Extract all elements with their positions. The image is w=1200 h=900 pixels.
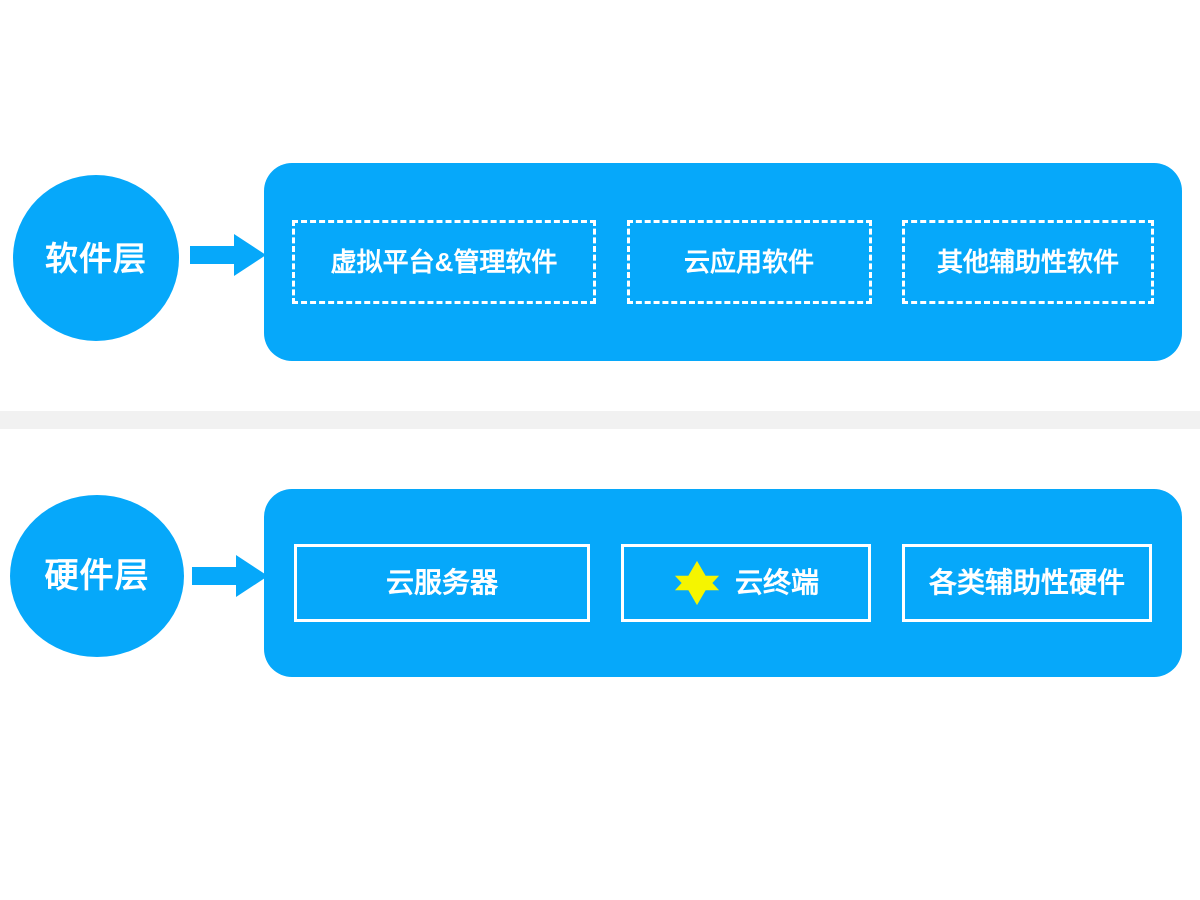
chip-label: 云服务器 <box>385 567 498 598</box>
layer-badge-hardware[interactable]: 硬件层 <box>10 495 184 657</box>
chip-label: 虚拟平台&管理软件 <box>330 247 558 277</box>
chip-label: 各类辅助性硬件 <box>928 567 1125 598</box>
layer-row-hardware: 硬件层 云服务器 云终端 各类辅助性硬件 <box>0 480 1200 690</box>
chip-label: 云终端 <box>734 567 819 598</box>
chip-virtual-platform-management-software[interactable]: 虚拟平台&管理软件 <box>292 220 596 304</box>
layer-badge-label-hardware: 硬件层 <box>44 557 150 595</box>
layer-badge-label-software: 软件层 <box>45 239 147 277</box>
chip-cloud-terminal[interactable]: 云终端 <box>621 544 871 622</box>
chip-label: 云应用软件 <box>683 247 814 277</box>
chip-label: 其他辅助性软件 <box>936 247 1119 277</box>
layer-badge-software[interactable]: 软件层 <box>13 175 179 341</box>
right-arrow-icon <box>190 234 266 276</box>
layer-panel-hardware: 云服务器 云终端 各类辅助性硬件 <box>264 489 1182 677</box>
layer-row-software: 软件层 虚拟平台&管理软件 云应用软件 其他辅助性软件 <box>0 150 1200 380</box>
layer-panel-software: 虚拟平台&管理软件 云应用软件 其他辅助性软件 <box>264 163 1182 361</box>
chip-various-auxiliary-hardware[interactable]: 各类辅助性硬件 <box>902 544 1152 622</box>
chip-cloud-server[interactable]: 云服务器 <box>294 544 590 622</box>
six-point-star-icon <box>674 560 720 606</box>
section-divider <box>0 411 1200 429</box>
right-arrow-icon <box>192 555 268 597</box>
chip-cloud-application-software[interactable]: 云应用软件 <box>626 220 872 304</box>
chip-other-auxiliary-software[interactable]: 其他辅助性软件 <box>902 220 1154 304</box>
